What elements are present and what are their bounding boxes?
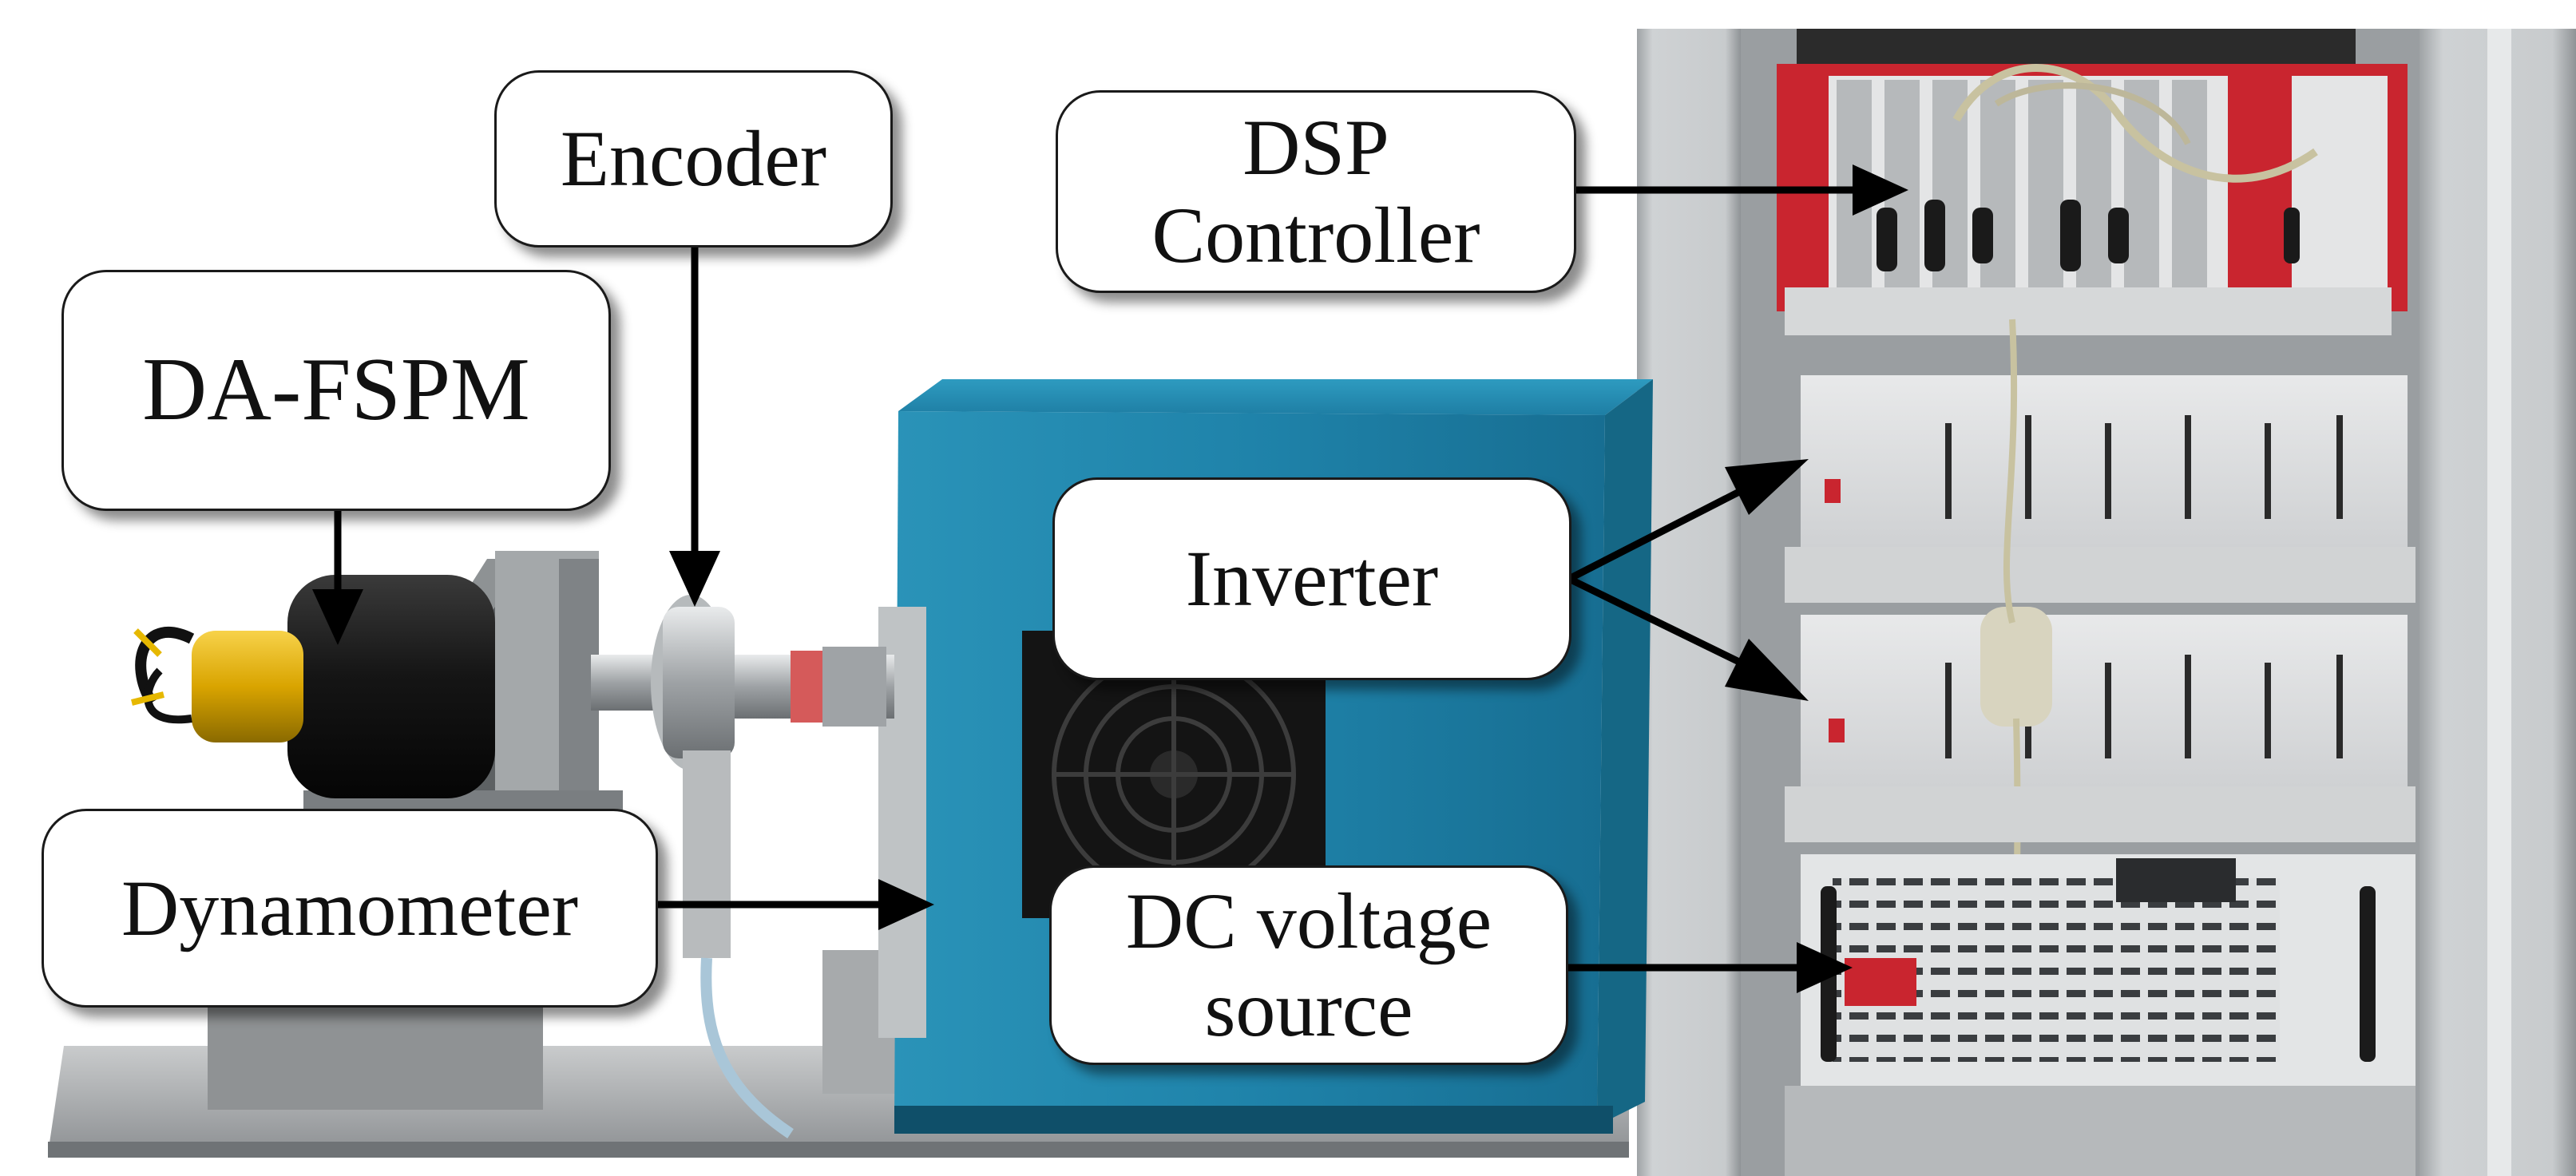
dynamometer-label: Dynamometer	[42, 809, 658, 1008]
inverter-rack-lower	[1785, 319, 2415, 1150]
da-fspm-arrow	[312, 509, 363, 645]
dsp-controller-arrow	[1575, 164, 1908, 216]
dc-voltage-source-label: DC voltage source	[1049, 865, 1568, 1065]
inverter-rack-upper	[1785, 375, 2415, 603]
dc-voltage-source-arrow	[1565, 942, 1853, 993]
encoder-label: Encoder	[494, 70, 893, 247]
inverter-arrows	[1567, 459, 1809, 701]
annotation-arrows	[312, 164, 1908, 993]
da-fspm-label: DA-FSPM	[61, 270, 611, 511]
encoder-arrow	[669, 246, 720, 607]
dsp-controller-label: DSP Controller	[1056, 90, 1576, 293]
dynamometer-arrow	[656, 879, 934, 930]
inverter-label: Inverter	[1052, 477, 1571, 680]
shaft-coupling-encoder	[591, 595, 894, 1138]
dc-power-supply	[1785, 854, 2415, 1176]
da-fspm-motor	[131, 575, 495, 798]
